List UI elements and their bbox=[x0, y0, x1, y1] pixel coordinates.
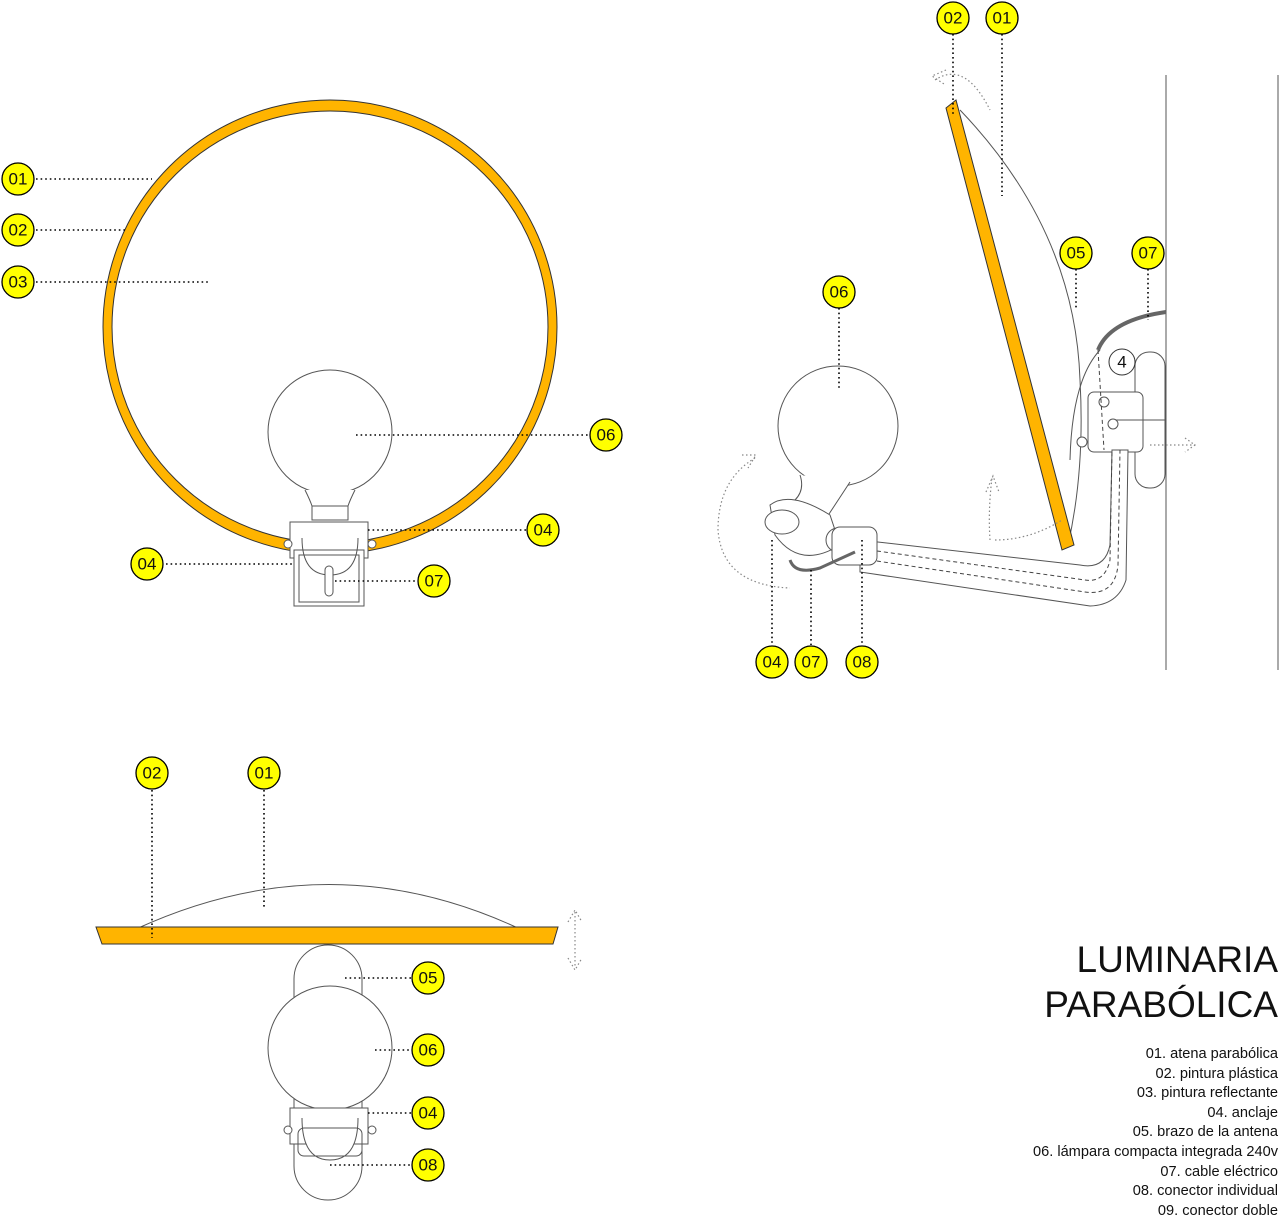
tag-front-03: 03 bbox=[1, 265, 35, 299]
tag-side-07-bottom: 07 bbox=[794, 645, 828, 679]
legend-item: 01. atena parabólica bbox=[1145, 1046, 1278, 1062]
top-view: 02 01 05 06 04 08 bbox=[95, 756, 583, 1201]
svg-text:05: 05 bbox=[1067, 244, 1086, 263]
svg-text:01: 01 bbox=[9, 170, 28, 189]
anchor-inner-front bbox=[298, 554, 360, 603]
svg-text:04: 04 bbox=[763, 653, 782, 672]
front-view: 01 02 03 06 04 04 07 bbox=[1, 99, 623, 607]
mount-screw-2 bbox=[1107, 418, 1119, 430]
mount-screw-1 bbox=[1098, 396, 1110, 408]
screw-right-front bbox=[367, 539, 377, 549]
joint-collar bbox=[831, 526, 878, 566]
svg-text:04: 04 bbox=[419, 1104, 438, 1123]
dish-top-section bbox=[95, 926, 559, 945]
svg-text:02: 02 bbox=[9, 221, 28, 240]
screw-left-front bbox=[283, 539, 293, 549]
legend-item: 03. pintura reflectante bbox=[1136, 1085, 1278, 1102]
screw-left-top bbox=[283, 1125, 293, 1135]
dish-top-arc bbox=[135, 884, 521, 930]
legend: 01. atena parabólica 02. pintura plástic… bbox=[1033, 1045, 1278, 1221]
svg-text:4: 4 bbox=[1117, 353, 1126, 372]
arm-hub bbox=[1069, 349, 1101, 461]
legend-item: 07. cable eléctrico bbox=[1160, 1163, 1278, 1180]
legend-item: 05. brazo de la antena bbox=[1132, 1124, 1278, 1141]
legend-item: 02. pintura plástica bbox=[1155, 1065, 1278, 1082]
title-line-2: PARABÓLICA bbox=[1044, 984, 1278, 1025]
legend-item: 06. lámpara compacta integrada 240v bbox=[1032, 1143, 1278, 1160]
svg-text:01: 01 bbox=[993, 9, 1012, 28]
bulb-front bbox=[267, 369, 393, 495]
svg-text:01: 01 bbox=[255, 764, 274, 783]
svg-text:07: 07 bbox=[425, 572, 444, 591]
anchor-foot-top bbox=[297, 1127, 363, 1157]
mount-screw-3 bbox=[1076, 436, 1088, 448]
tag-side-07-top: 07 bbox=[1131, 236, 1165, 270]
tag-side-05: 05 bbox=[1059, 236, 1093, 270]
tag-top-02: 02 bbox=[135, 756, 169, 790]
tag-front-04-left: 04 bbox=[130, 547, 164, 581]
bulb-top bbox=[267, 985, 393, 1111]
tag-top-04: 04 bbox=[411, 1096, 445, 1130]
lamp-cup-side bbox=[764, 509, 800, 535]
tag-side-01: 01 bbox=[985, 1, 1019, 35]
tag-top-08: 08 bbox=[411, 1148, 445, 1182]
tag-side-06: 06 bbox=[822, 275, 856, 309]
tag-side-08: 08 bbox=[845, 645, 879, 679]
cable-stub-front bbox=[324, 565, 334, 597]
tag-top-01: 01 bbox=[247, 756, 281, 790]
tag-top-05: 05 bbox=[411, 961, 445, 995]
bulb-neck-front bbox=[304, 489, 356, 507]
dish-section-side bbox=[945, 99, 1075, 551]
screw-right-top bbox=[367, 1125, 377, 1135]
legend-item: 08. conector individual bbox=[1132, 1183, 1278, 1200]
title-line-1: LUMINARIA bbox=[1076, 939, 1278, 980]
svg-text:04: 04 bbox=[534, 521, 553, 540]
tag-front-02: 02 bbox=[1, 213, 35, 247]
svg-text:08: 08 bbox=[419, 1156, 438, 1175]
cable-lamp bbox=[788, 550, 856, 572]
svg-text:05: 05 bbox=[419, 969, 438, 988]
dish-back-curve bbox=[959, 109, 1082, 546]
tag-front-06: 06 bbox=[589, 418, 623, 452]
svg-text:07: 07 bbox=[1139, 244, 1158, 263]
svg-text:06: 06 bbox=[419, 1041, 438, 1060]
svg-text:04: 04 bbox=[138, 555, 157, 574]
svg-text:03: 03 bbox=[9, 273, 28, 292]
tag-side-04: 04 bbox=[755, 645, 789, 679]
bulb-side bbox=[777, 365, 899, 487]
antenna-arm bbox=[859, 449, 1129, 607]
svg-text:06: 06 bbox=[597, 426, 616, 445]
tag-front-04-right: 04 bbox=[526, 513, 560, 547]
svg-text:07: 07 bbox=[802, 653, 821, 672]
legend-item: 04. anclaje bbox=[1207, 1104, 1278, 1121]
svg-text:02: 02 bbox=[944, 9, 963, 28]
legend-item: 09. conector doble bbox=[1157, 1202, 1278, 1219]
tag-top-06: 06 bbox=[411, 1033, 445, 1067]
svg-text:08: 08 bbox=[853, 653, 872, 672]
svg-text:06: 06 bbox=[830, 283, 849, 302]
side-view: 4 02 01 06 bbox=[717, 1, 1279, 679]
svg-text:02: 02 bbox=[143, 764, 162, 783]
tag-front-01: 01 bbox=[1, 162, 35, 196]
marker-4: 4 bbox=[1108, 348, 1136, 376]
tag-side-02: 02 bbox=[936, 1, 970, 35]
tag-front-07: 07 bbox=[417, 564, 451, 598]
bulb-base-front bbox=[311, 505, 349, 521]
cable-wall bbox=[1096, 310, 1167, 351]
